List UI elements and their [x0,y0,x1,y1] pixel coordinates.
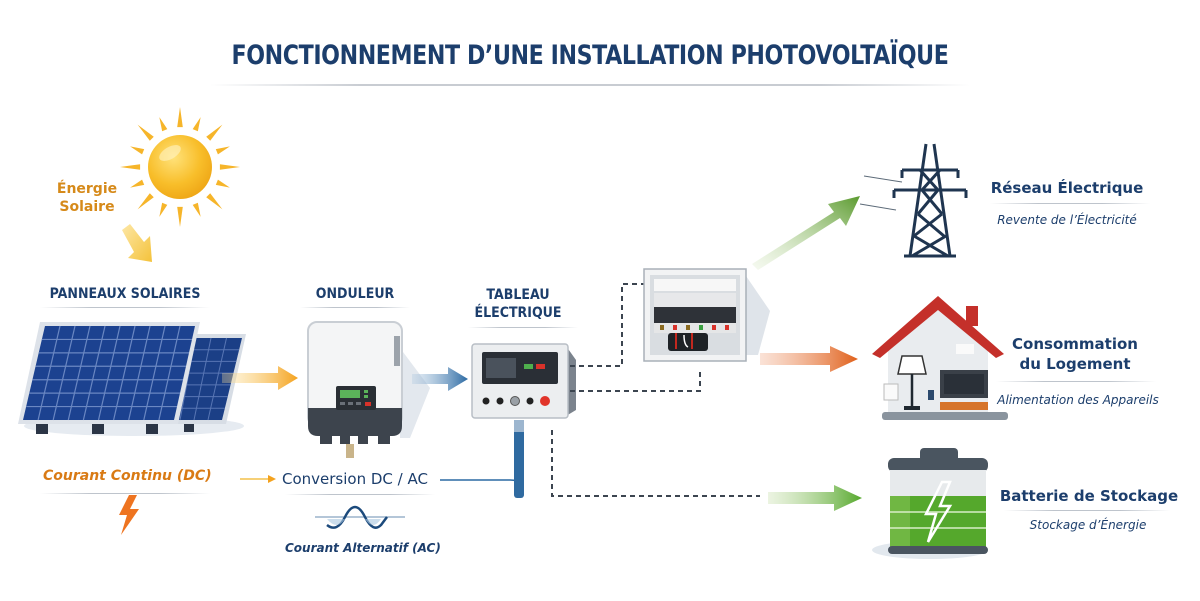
sun-ray [159,117,168,132]
solar-energy-label-line1: Énergie [56,181,118,197]
board-heading: TABLEAU ÉLECTRIQUE [464,286,572,322]
electrical-board-icon [471,343,576,498]
sun-ray [192,117,201,132]
solar-panels-icon [18,322,246,436]
sun-ray [159,202,168,217]
panel-to-inverter-arrow [222,366,298,390]
panels-heading-rule [40,307,210,308]
arrow-to-home [760,346,858,372]
dc-current-label: Courant Continu (DC) [43,468,212,484]
home-title-line2: du Logement [1019,355,1131,373]
inverter-icon [307,321,430,458]
conversion-label: Conversion DC / AC [282,470,428,488]
dashed-connectors [551,283,760,497]
sun-ray [215,179,230,188]
board-heading-line1: TABLEAU [486,287,550,303]
ac-wave-icon [315,505,405,529]
inverter-to-board-arrow [412,367,468,391]
sun-ray [206,124,223,141]
title-divider [210,84,970,86]
sun-ray [130,179,145,188]
sun-ray [137,193,154,210]
sun-ray [137,124,154,141]
panels-heading: PANNEAUX SOLAIRES [49,286,201,302]
sun-ray [177,107,183,128]
arrow-to-battery [768,485,862,511]
breaker-panel-icon [643,268,770,362]
home-subtitle: Alimentation des Appareils [997,393,1159,407]
inverter-heading-rule [300,307,410,308]
battery-title: Batterie de Stockage [999,487,1179,505]
solar-energy-label: Énergie Solaire [52,180,122,216]
sun-ray [177,206,183,227]
lightning-icon [119,495,139,535]
battery-rule [1004,510,1170,511]
grid-subtitle: Revente de l’Électricité [997,213,1137,227]
home-rule [996,381,1156,382]
sun-icon [120,107,240,227]
inverter-heading: ONDULEUR [315,286,395,302]
sun-ray [219,164,240,170]
sun-ray [130,146,145,155]
dc-to-conversion-arrow [240,475,276,483]
home-title-line1: Consommation [1012,335,1138,353]
battery-icon [872,448,988,559]
home-title: Consommation du Logement [990,334,1160,374]
ac-current-label: Courant Alternatif (AC) [285,541,441,555]
dc-rule [40,493,210,494]
page-title: FONCTIONNEMENT D’UNE INSTALLATION PHOTOV… [231,40,949,71]
grid-title: Réseau Électrique [990,179,1144,197]
sun-ray [192,202,201,217]
sun-ray [206,193,223,210]
solar-energy-label-line2: Solaire [59,199,115,215]
grid-rule [990,203,1150,204]
battery-subtitle: Stockage d’Énergie [1029,518,1147,532]
arrow-to-grid [752,196,860,270]
conversion-rule [285,494,435,495]
sun-ray [120,164,141,170]
board-heading-rule [468,327,578,328]
house-icon [872,296,1008,420]
sun-to-panel-arrow [122,224,152,262]
board-heading-line2: ÉLECTRIQUE [474,305,562,321]
power-pylon-icon [859,143,968,258]
sun-ray [215,146,230,155]
